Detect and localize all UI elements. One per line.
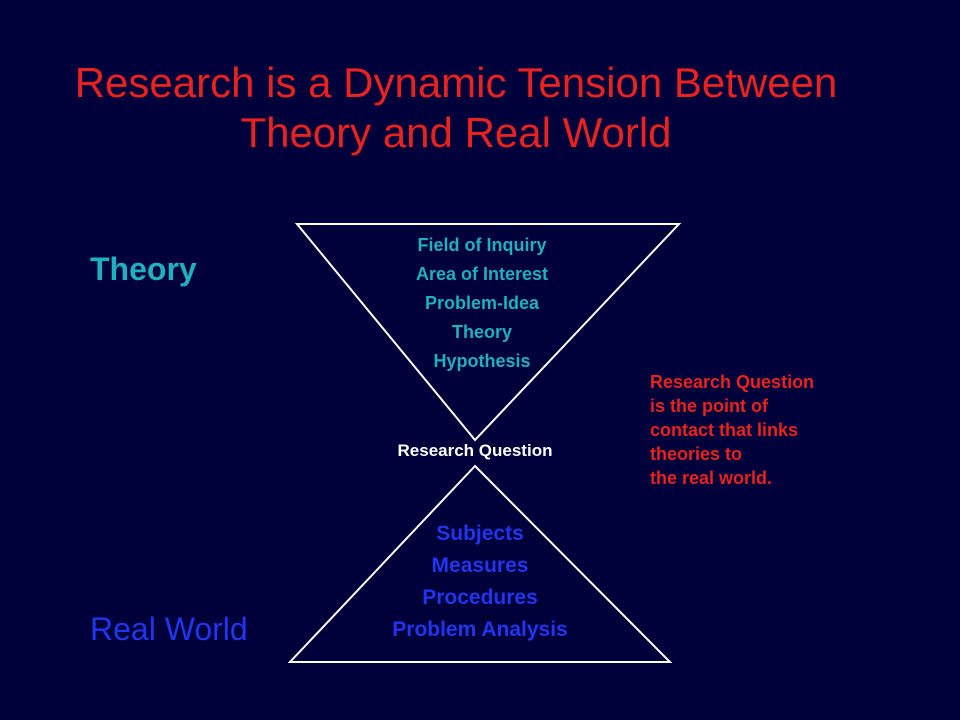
top-inverted-triangle <box>294 223 682 442</box>
bottom-triangle <box>287 464 673 663</box>
top-item: Area of Interest <box>415 264 549 284</box>
top-item: Problem-Idea <box>424 293 540 313</box>
bottom-item: Subjects <box>436 522 524 545</box>
note-line: theories to <box>650 444 743 464</box>
slide-title: Research is a Dynamic Tension Between Th… <box>0 58 912 158</box>
top-triangle-list: Field of Inquiry Area of Interest Proble… <box>382 231 582 376</box>
bottom-item: Problem Analysis <box>392 618 568 641</box>
top-item: Field of Inquiry <box>417 235 547 255</box>
top-item: Theory <box>451 322 512 342</box>
note-line: contact that links <box>650 420 799 440</box>
title-line-2: Theory and Real World <box>240 109 672 156</box>
bottom-item: Procedures <box>422 586 538 609</box>
bottom-triangle-list: Subjects Measures Procedures Problem Ana… <box>350 518 610 646</box>
real-world-label: Real World <box>90 611 248 647</box>
research-question-note: Research Question is the point of contac… <box>650 370 930 490</box>
title-line-1: Research is a Dynamic Tension Between <box>74 59 838 106</box>
top-item: Hypothesis <box>433 351 531 371</box>
theory-label: Theory <box>90 251 197 287</box>
note-line: the real world. <box>650 468 773 488</box>
bottom-item: Measures <box>431 554 529 577</box>
research-question-label: Research Question <box>397 441 553 460</box>
note-line: is the point of <box>650 396 768 416</box>
note-line: Research Question <box>650 372 815 392</box>
